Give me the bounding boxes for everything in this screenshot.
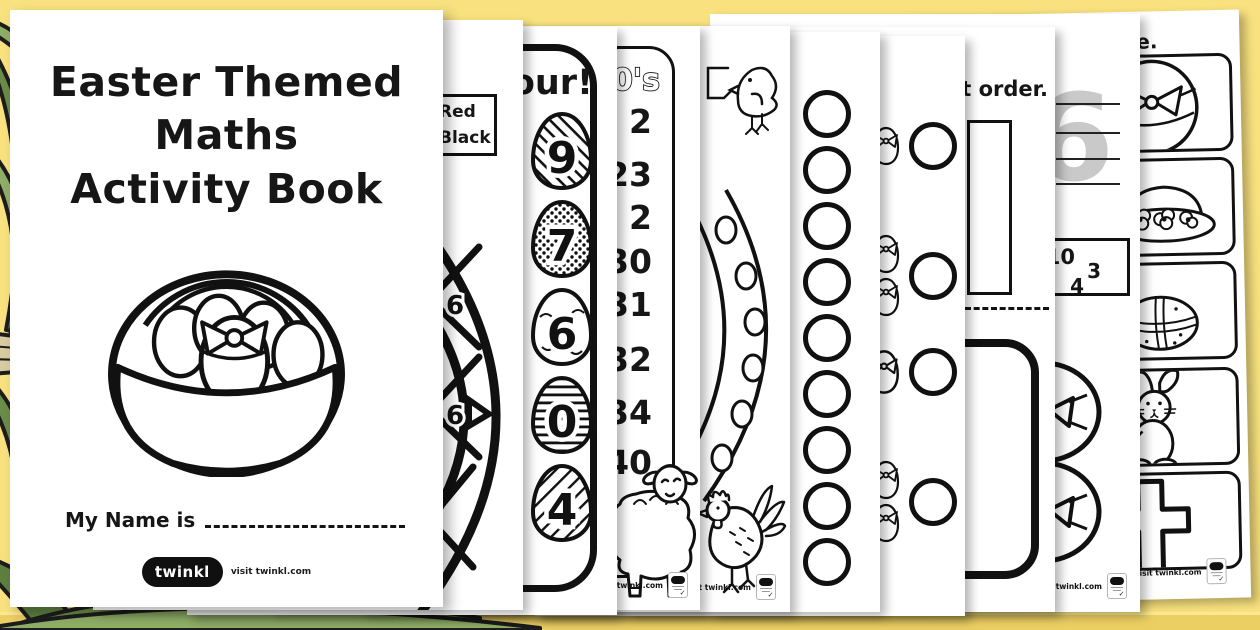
name-label: My Name is [65,508,196,532]
chick-icon [706,66,778,135]
handwriting-line [1056,103,1120,105]
counting-circle [803,146,851,194]
counting-circle [803,482,851,530]
cut-out-rectangle [967,120,1012,295]
card-cross [1122,470,1243,572]
bow-egg-icon [872,277,900,317]
book-title-line: Activity Book [70,164,383,213]
numbered-egg-icon: 0 [530,375,594,455]
answer-circle [909,477,957,526]
match-row [872,122,957,170]
twinkl-logo: twinkl [141,557,223,587]
colour-title-fragment: our! [510,63,593,103]
counting-circle [803,202,851,250]
chicken-icon [696,484,787,594]
counting-circle [803,426,851,474]
match-row [872,460,957,543]
svg-text:6: 6 [446,291,464,321]
counting-title-fragment: 0's [611,62,661,99]
svg-text:6: 6 [446,401,464,431]
answer-circle [909,251,957,300]
page-footer: visit twinkl.com ✓ [684,574,776,600]
book-title-line: Maths [154,111,299,160]
cut-order-title-fragment: t order. [961,77,1048,101]
grid-number: 2 [629,102,652,141]
counting-circle [803,314,851,362]
counting-circle [803,538,851,586]
visit-twinkl-text: visit twinkl.com [596,580,663,590]
dashed-cut-line [965,307,1049,310]
counting-circle [803,370,851,418]
handwriting-line [1056,183,1120,185]
page-cover: Easter Themed Maths Activity Book [10,10,443,607]
numbered-egg-icon: 9 [530,111,594,191]
counting-circle [803,90,851,138]
page-footer: visit twinkl.com ✓ [1134,557,1227,586]
answer-circle [909,348,957,396]
cross-icon [1122,478,1192,572]
svg-text:9: 9 [547,133,578,184]
twinkl-badge-icon: ✓ [668,572,688,598]
name-entry-row: My Name is [65,508,405,532]
page-footer: visit twinkl.com ✓ [596,572,688,598]
numbered-egg-icon: 7 [530,199,594,279]
lamb-icon [607,464,698,598]
match-row [872,234,957,317]
svg-text:7: 7 [547,221,578,272]
choice-number: 4 [1070,274,1084,298]
circle-column [803,90,851,586]
svg-text:6: 6 [547,309,578,360]
book-title-line: Easter Themed [49,58,404,106]
numbered-egg-icon: 4 [530,463,594,543]
twinkl-badge-icon: ✓ [1206,557,1227,585]
handwriting-line [1056,158,1120,160]
visit-twinkl-text: visit twinkl.com [1134,566,1202,578]
twinkl-badge-icon: ✓ [756,574,776,600]
spotted-egg-icon [698,189,768,503]
twinkl-badge-icon: ✓ [1107,573,1127,599]
handwriting-line [1056,132,1120,134]
visit-twinkl-text: visit twinkl.com [1035,581,1102,591]
numbered-egg-icon: 6 [530,287,594,367]
page-footer: visit twinkl.com ✓ [1035,573,1127,599]
svg-text:0's: 0's [612,63,660,98]
numbered-egg-column: 9 7 6 0 4 [530,111,594,543]
grid-number: 2 [629,198,652,237]
colour-key-box: Red Black [402,94,497,156]
match-row [868,348,957,396]
key-label-red: Red [439,102,476,122]
answer-circle [909,122,957,170]
book-title: Easter Themed Maths Activity Book [10,56,443,216]
name-write-line [205,516,405,528]
easter-basket-illustration [108,270,345,478]
key-label-black: Black [439,128,491,148]
counting-circle [803,258,851,306]
svg-text:0: 0 [547,397,578,448]
twinkl-logo-row: twinkl visit twinkl.com [10,557,443,587]
visit-twinkl-text: visit twinkl.com [684,582,751,592]
choice-number: 3 [1087,259,1101,283]
svg-text:4: 4 [547,485,578,536]
twinkl-tagline: visit twinkl.com [230,567,312,577]
